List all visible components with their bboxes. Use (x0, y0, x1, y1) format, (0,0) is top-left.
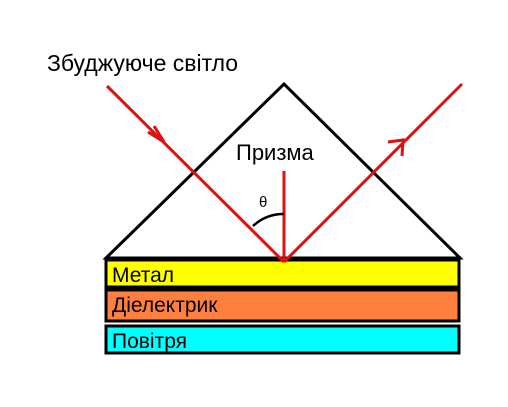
reflected-beam (282, 82, 464, 264)
layer-air (104, 324, 461, 355)
angle-arc (252, 212, 285, 227)
layer-metal-label: Метал (112, 264, 174, 287)
incident-arrowhead (147, 125, 166, 144)
excitation-light-label: Збуджуюче світло (47, 50, 238, 76)
reflected-arrowhead (387, 138, 405, 157)
incident-beam (105, 84, 286, 264)
layer-metal (104, 258, 461, 289)
layer-dielectric-label: Діелектрик (112, 294, 218, 317)
angle-label: θ (259, 194, 267, 211)
layer-air-label: Повітря (112, 330, 187, 353)
layer-stack (104, 258, 461, 355)
prism-label: Призма (236, 140, 315, 165)
layer-dielectric (104, 288, 461, 323)
